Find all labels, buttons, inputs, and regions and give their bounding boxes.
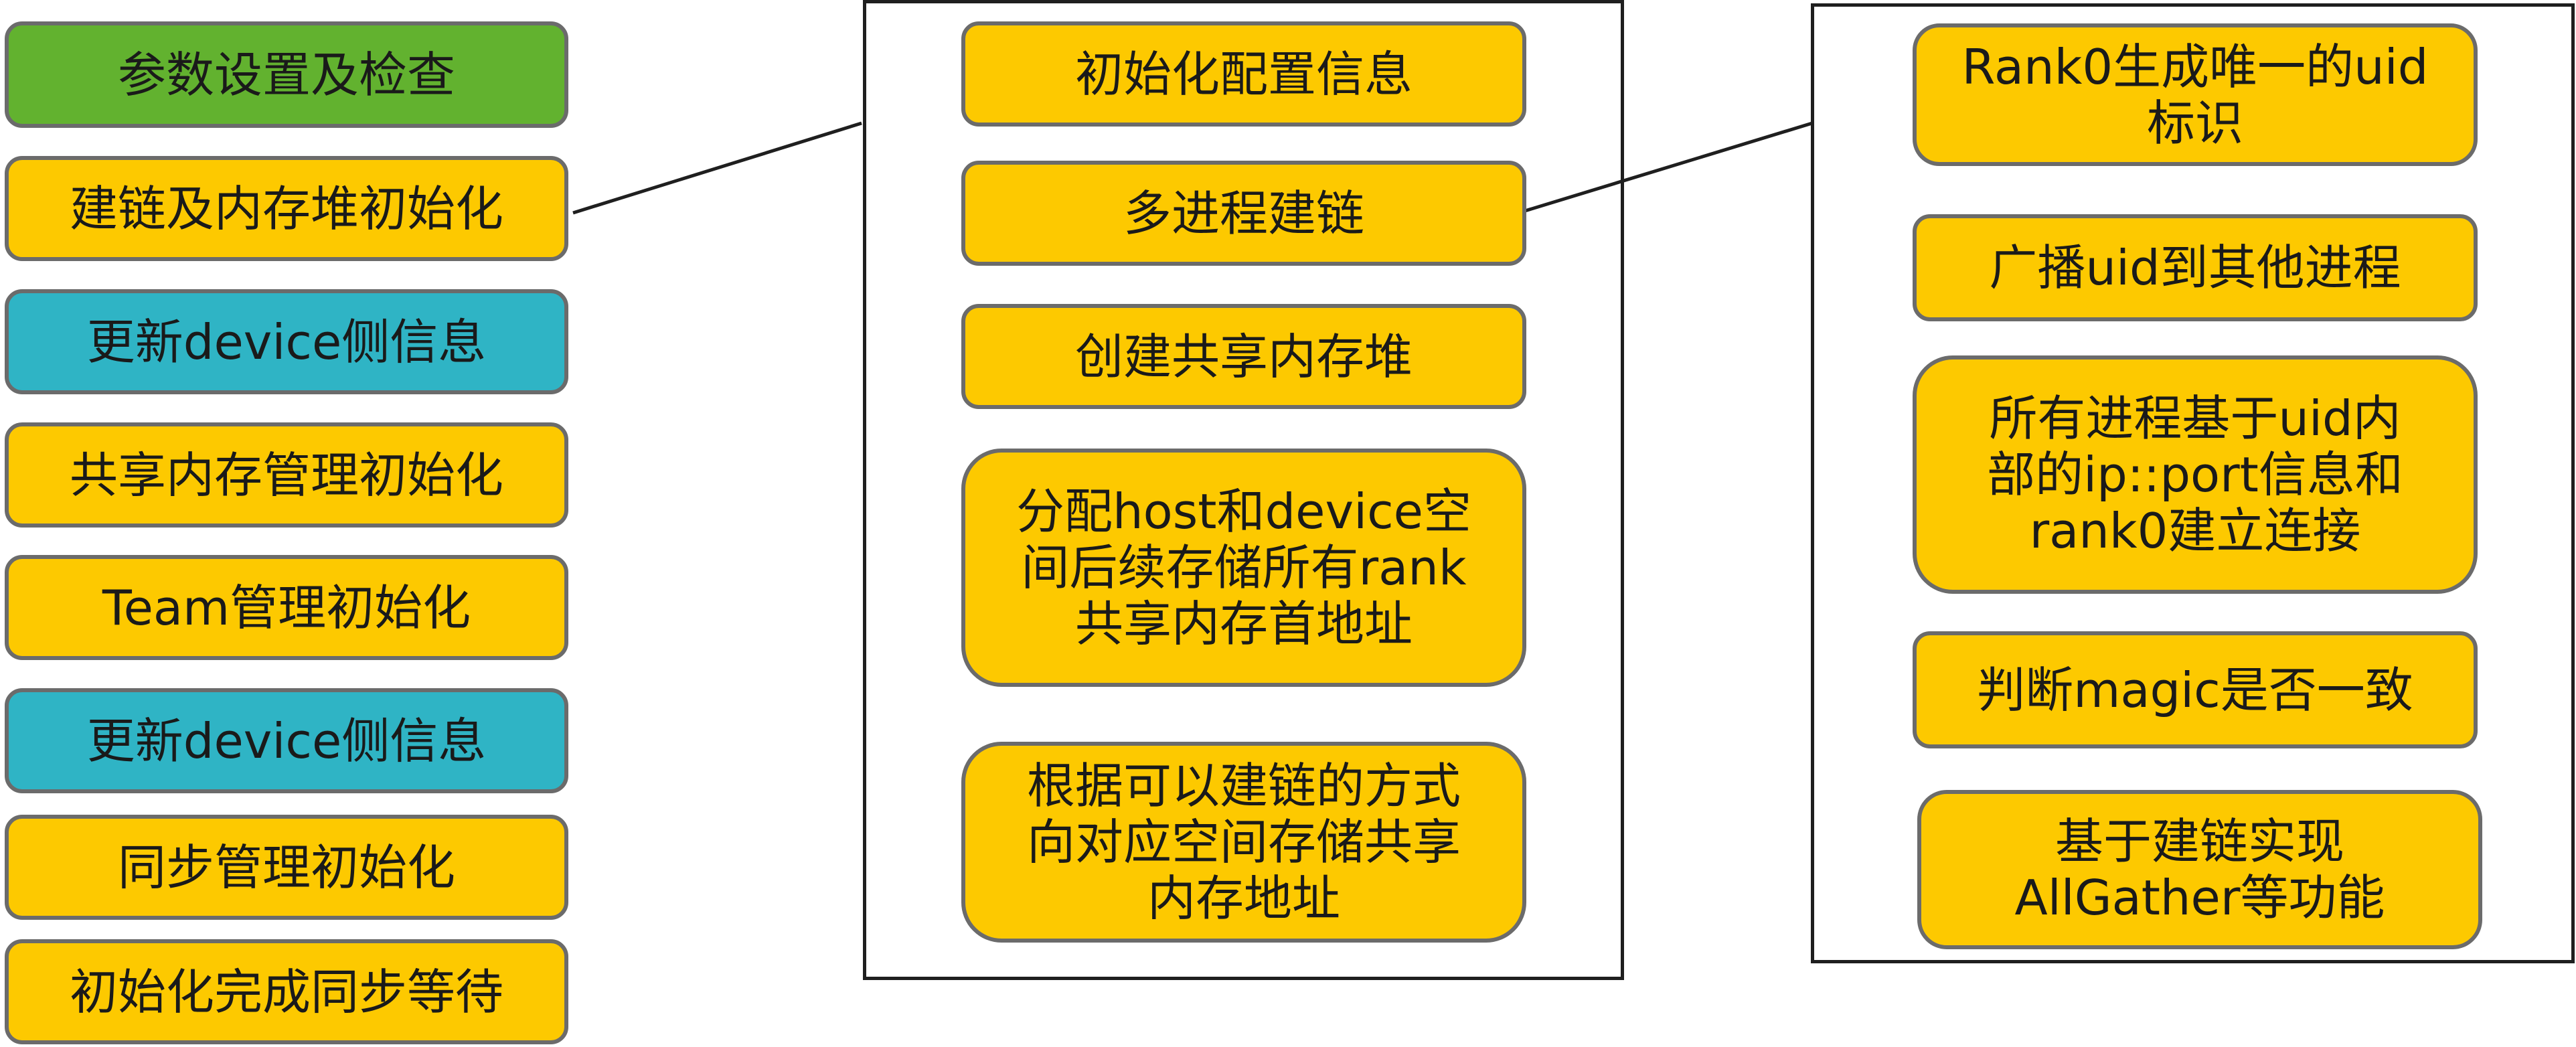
step-label-line: 内存地址 (1147, 870, 1340, 927)
detail-multiprocess-link[interactable]: 多进程建链 (961, 161, 1526, 266)
step-label: 多进程建链 (1123, 185, 1364, 242)
step-label: 更新device侧信息 (86, 313, 487, 370)
step-label-line: rank0建立连接 (2029, 503, 2361, 559)
step-label-line: 标识 (2146, 94, 2243, 151)
step-label-line: 间后续存储所有rank (1021, 540, 1467, 596)
sub-broadcast-uid[interactable]: 广播uid到其他进程 (1913, 214, 2478, 321)
detail-alloc-host-device-space[interactable]: 分配host和device空 间后续存储所有rank 共享内存首地址 (961, 449, 1526, 687)
link-heap-init-detail-frame (863, 0, 1624, 980)
step-init-complete-sync-wait[interactable]: 初始化完成同步等待 (5, 939, 568, 1044)
step-param-setup-check[interactable]: 参数设置及检查 (5, 21, 568, 128)
sub-rank0-gen-uid[interactable]: Rank0生成唯一的uid 标识 (1913, 23, 2478, 166)
step-update-device-info-2[interactable]: 更新device侧信息 (5, 688, 568, 793)
detail-store-shared-mem-addr[interactable]: 根据可以建链的方式 向对应空间存储共享 内存地址 (961, 742, 1526, 943)
step-label-line: 根据可以建链的方式 (1026, 758, 1461, 814)
step-label-line: 所有进程基于uid内 (1989, 390, 2401, 447)
step-label: 判断magic是否一致 (1977, 661, 2413, 718)
step-label: 同步管理初始化 (117, 839, 455, 896)
sub-allgather-functions[interactable]: 基于建链实现 AllGather等功能 (1917, 790, 2482, 949)
step-label: 共享内存管理初始化 (69, 447, 503, 503)
step-sync-mgmt-init[interactable]: 同步管理初始化 (5, 815, 568, 920)
step-label-line: Rank0生成唯一的uid (1961, 38, 2429, 95)
step-team-mgmt-init[interactable]: Team管理初始化 (5, 555, 568, 660)
step-link-heap-init[interactable]: 建链及内存堆初始化 (5, 156, 568, 261)
step-label-line: 共享内存首地址 (1074, 596, 1413, 652)
sub-check-magic[interactable]: 判断magic是否一致 (1913, 631, 2478, 748)
step-label-line: 分配host和device空 (1016, 483, 1471, 540)
step-label-line: AllGather等功能 (2014, 870, 2385, 926)
step-label: 初始化完成同步等待 (69, 963, 503, 1020)
step-label: 初始化配置信息 (1074, 46, 1413, 102)
step-label: 参数设置及检查 (117, 46, 455, 103)
step-shared-mem-mgmt-init[interactable]: 共享内存管理初始化 (5, 422, 568, 528)
multiprocess-link-detail-frame (1811, 3, 2575, 963)
step-label: 创建共享内存堆 (1074, 328, 1413, 385)
step-label-line: 基于建链实现 (2055, 813, 2344, 870)
step-label: 广播uid到其他进程 (1989, 240, 2401, 296)
step-label: Team管理初始化 (102, 579, 471, 636)
step-label: 更新device侧信息 (86, 712, 487, 769)
step-label-line: 向对应空间存储共享 (1026, 814, 1461, 870)
step-label-line: 部的ip::port信息和 (1987, 447, 2403, 503)
connector-main-to-detail (572, 121, 862, 215)
connector-detail-to-subdetail (1524, 121, 1813, 213)
detail-init-config-info[interactable]: 初始化配置信息 (961, 21, 1526, 127)
step-label: 建链及内存堆初始化 (69, 180, 503, 237)
detail-create-shared-heap[interactable]: 创建共享内存堆 (961, 304, 1526, 409)
step-update-device-info-1[interactable]: 更新device侧信息 (5, 289, 568, 394)
sub-connect-to-rank0[interactable]: 所有进程基于uid内 部的ip::port信息和 rank0建立连接 (1913, 355, 2478, 594)
